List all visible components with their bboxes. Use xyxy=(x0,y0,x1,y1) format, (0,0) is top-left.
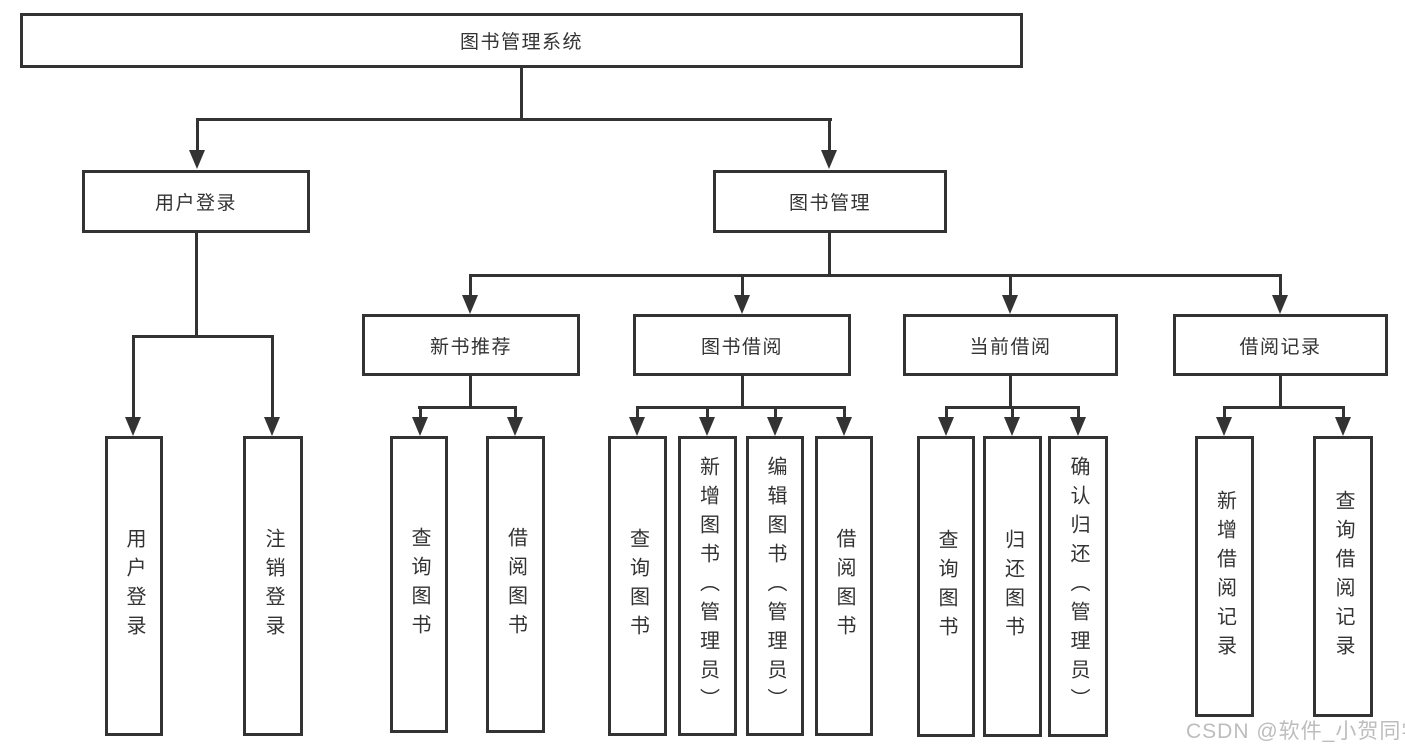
connector-line-vertical xyxy=(1011,406,1014,422)
connector-line-vertical xyxy=(132,335,135,420)
leaf-add-borrow-record: 新增借阅记录 xyxy=(1195,436,1254,717)
leaf-return-books: 归还图书 xyxy=(983,436,1042,737)
arrowhead-down-icon xyxy=(629,417,645,436)
node-book-management-branch: 图书管理 xyxy=(713,170,947,233)
connector-line-vertical xyxy=(636,406,639,422)
connector-line-horizontal xyxy=(132,335,274,338)
arrowhead-down-icon xyxy=(1070,417,1086,436)
arrowhead-down-icon xyxy=(462,295,478,314)
connector-line-vertical xyxy=(419,406,422,422)
connector-line-vertical xyxy=(1342,406,1345,422)
connector-line-horizontal xyxy=(469,274,1282,277)
connector-line-horizontal xyxy=(1223,406,1344,409)
connector-line-vertical xyxy=(469,274,472,300)
connector-line-vertical xyxy=(1009,376,1012,409)
leaf-query-books-1: 查询图书 xyxy=(390,436,448,733)
leaf-confirm-return-admin: 确认归还（管理员） xyxy=(1048,436,1108,737)
node-root-system: 图书管理系统 xyxy=(20,13,1023,68)
leaf-query-books-2: 查询图书 xyxy=(608,436,667,736)
arrowhead-down-icon xyxy=(1272,295,1288,314)
arrowhead-down-icon xyxy=(1216,417,1232,436)
connector-line-vertical xyxy=(706,406,709,422)
connector-line-horizontal xyxy=(418,406,517,409)
arrowhead-down-icon xyxy=(1335,417,1351,436)
connector-line-vertical xyxy=(828,233,831,277)
connector-line-vertical xyxy=(741,274,744,300)
arrowhead-down-icon xyxy=(767,417,783,436)
connector-line-vertical xyxy=(195,233,198,337)
arrowhead-down-icon xyxy=(264,417,280,436)
csdn-watermark: CSDN @软件_小贺同学 xyxy=(1186,720,1405,743)
leaf-query-borrow-record: 查询借阅记录 xyxy=(1313,436,1373,717)
connector-line-vertical xyxy=(741,376,744,409)
connector-line-vertical xyxy=(469,376,472,409)
connector-line-vertical xyxy=(945,406,948,422)
node-borrow-records: 借阅记录 xyxy=(1173,314,1388,376)
leaf-borrow-books-2: 借阅图书 xyxy=(815,436,873,736)
arrowhead-down-icon xyxy=(821,150,837,169)
connector-line-horizontal xyxy=(636,406,845,409)
arrowhead-down-icon xyxy=(125,417,141,436)
arrowhead-down-icon xyxy=(938,417,954,436)
connector-line-horizontal xyxy=(196,118,832,121)
arrowhead-down-icon xyxy=(699,417,715,436)
connector-line-vertical xyxy=(828,118,831,152)
connector-line-vertical xyxy=(520,67,523,120)
node-current-borrow: 当前借阅 xyxy=(903,314,1118,376)
leaf-add-books-admin: 新增图书（管理员） xyxy=(678,436,737,736)
connector-line-vertical xyxy=(1279,274,1282,300)
connector-line-vertical xyxy=(1077,406,1080,422)
connector-line-vertical xyxy=(1223,406,1226,422)
node-book-borrow: 图书借阅 xyxy=(633,314,851,376)
leaf-borrow-books-1: 借阅图书 xyxy=(486,436,545,733)
connector-line-vertical xyxy=(774,406,777,422)
arrowhead-down-icon xyxy=(836,417,852,436)
connector-line-vertical xyxy=(1009,274,1012,300)
leaf-edit-books-admin: 编辑图书（管理员） xyxy=(746,436,804,736)
node-new-book-recommend: 新书推荐 xyxy=(362,314,580,376)
arrowhead-down-icon xyxy=(734,295,750,314)
arrowhead-down-icon xyxy=(1002,295,1018,314)
leaf-query-books-3: 查询图书 xyxy=(917,436,975,737)
node-user-login-branch: 用户登录 xyxy=(82,170,310,233)
leaf-logout: 注销登录 xyxy=(243,436,303,736)
connector-line-vertical xyxy=(196,118,199,152)
arrowhead-down-icon xyxy=(507,417,523,436)
connector-line-vertical xyxy=(843,406,846,422)
connector-line-vertical xyxy=(514,406,517,422)
arrowhead-down-icon xyxy=(189,150,205,169)
arrowhead-down-icon xyxy=(1004,417,1020,436)
arrowhead-down-icon xyxy=(412,417,428,436)
connector-line-vertical xyxy=(271,335,274,420)
connector-line-vertical xyxy=(1279,376,1282,409)
leaf-user-login: 用户登录 xyxy=(105,436,163,736)
